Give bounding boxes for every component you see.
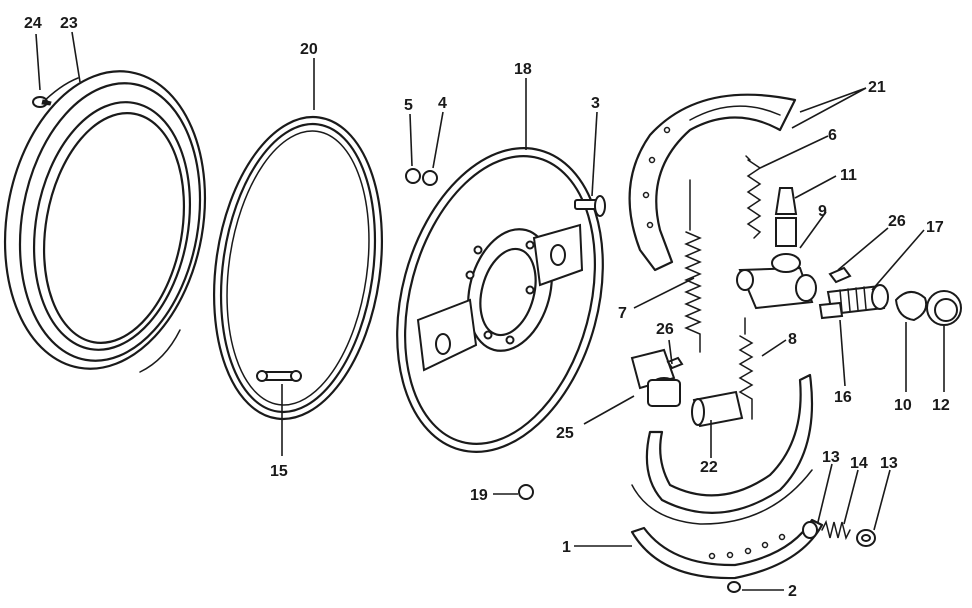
callout-1: 1 xyxy=(562,539,571,556)
callout-15: 15 xyxy=(270,463,288,480)
brake-drum-part-23 xyxy=(3,70,207,373)
bracket-part-25 xyxy=(630,348,681,407)
nut-part-5 xyxy=(405,168,421,184)
callout-7: 7 xyxy=(618,305,627,322)
callout-21: 21 xyxy=(868,79,886,96)
callout-16: 16 xyxy=(834,389,852,406)
cap-part-12 xyxy=(926,290,962,326)
callout-25: 25 xyxy=(556,425,574,442)
callout-26-upper: 26 xyxy=(888,213,906,230)
callout-9: 9 xyxy=(818,203,827,220)
callout-5: 5 xyxy=(404,97,413,114)
callout-14: 14 xyxy=(850,455,868,472)
spring-part-14 xyxy=(821,519,851,541)
brake-lining-part-1 xyxy=(630,518,824,580)
backing-plate-part-18 xyxy=(396,147,604,453)
adjuster-part-11 xyxy=(774,187,798,247)
callout-4: 4 xyxy=(438,95,447,112)
callout-23: 23 xyxy=(60,15,78,32)
callout-3: 3 xyxy=(591,95,600,112)
washer-part-13-right xyxy=(856,529,876,547)
cap-part-10 xyxy=(894,291,928,322)
callout-10: 10 xyxy=(894,397,912,414)
washer-part-13-left xyxy=(802,521,818,539)
clip-part-26-lower xyxy=(666,356,684,370)
spring-part-6 xyxy=(745,155,762,239)
callout-6: 6 xyxy=(828,127,837,144)
gasket-ring-part-20 xyxy=(212,115,384,421)
pin-part-15 xyxy=(256,370,302,382)
callout-20: 20 xyxy=(300,41,318,58)
adjuster-screw-part-17 xyxy=(826,284,889,316)
callout-12: 12 xyxy=(932,397,950,414)
plunger-part-16 xyxy=(818,301,844,320)
callout-13-right: 13 xyxy=(880,455,898,472)
nut-part-2 xyxy=(727,581,741,593)
callout-labels: 24 23 20 18 5 4 3 21 6 11 9 26 17 7 26 8… xyxy=(24,15,950,600)
spring-part-7 xyxy=(684,179,702,353)
callout-26-lower: 26 xyxy=(656,321,674,338)
clip-part-26-upper xyxy=(828,266,852,284)
callout-8: 8 xyxy=(788,331,797,348)
spring-part-8 xyxy=(738,317,754,420)
nut-part-4 xyxy=(422,170,438,186)
callout-22: 22 xyxy=(700,459,718,476)
bolt-part-3 xyxy=(574,195,606,217)
callout-2: 2 xyxy=(788,583,797,600)
callout-18: 18 xyxy=(514,61,532,78)
nut-part-19 xyxy=(518,484,534,500)
sleeve-part-22 xyxy=(691,390,744,428)
callout-13-left: 13 xyxy=(822,449,840,466)
wheel-cylinder-part-9 xyxy=(736,253,817,310)
pin-part-24 xyxy=(32,96,52,108)
callout-17: 17 xyxy=(926,219,944,236)
leader-lines xyxy=(35,31,945,591)
upper-brake-shoe-part-21 xyxy=(628,93,797,272)
lower-brake-shoe xyxy=(631,373,814,525)
callout-24: 24 xyxy=(24,15,42,32)
callout-11: 11 xyxy=(840,167,857,184)
callout-19: 19 xyxy=(470,487,488,504)
